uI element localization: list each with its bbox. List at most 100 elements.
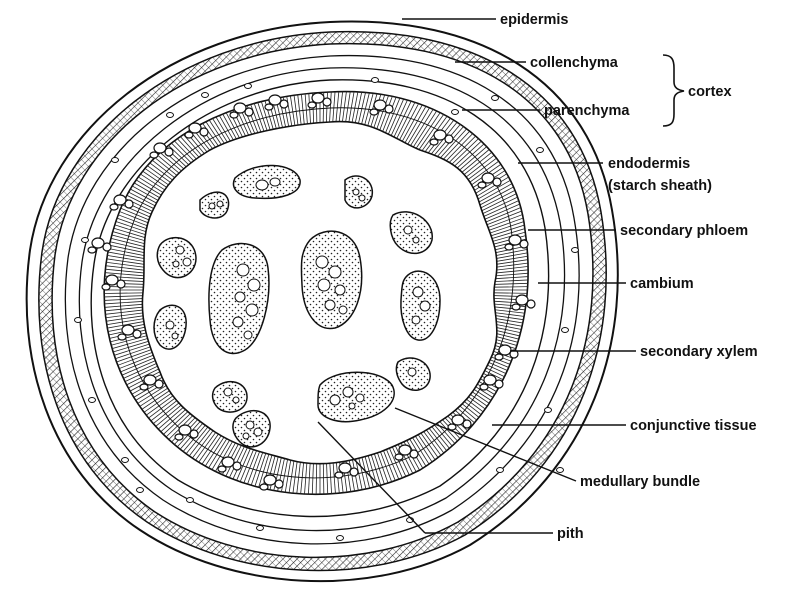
cortex-grain: [89, 398, 96, 403]
xylem-vessel: [118, 334, 126, 340]
cortex-grain: [187, 498, 194, 503]
xylem-vessel: [233, 462, 241, 470]
xylem-vessel: [265, 104, 273, 110]
xylem-vessel: [512, 304, 520, 310]
xylem-vessel: [339, 463, 351, 473]
xylem-vessel: [140, 384, 148, 390]
cortex-grain: [372, 78, 379, 83]
xylem-vessel: [190, 430, 198, 438]
xylem-vessel: [478, 182, 486, 188]
xylem-vessel: [260, 484, 268, 490]
label-cortex: cortex: [688, 84, 732, 100]
xylem-vessel: [350, 468, 358, 476]
cortex-grain: [257, 526, 264, 531]
xylem-vessel: [448, 424, 456, 430]
xylem-vessel: [520, 240, 528, 248]
xylem-vessel: [495, 380, 503, 388]
cortex-grain: [75, 318, 82, 323]
xylem-vessel: [165, 148, 173, 156]
label-secondary-phloem: secondary phloem: [620, 223, 748, 239]
xylem-vessel: [114, 195, 126, 205]
xylem-vessel: [269, 95, 281, 105]
label-parenchyma: parenchyma: [544, 103, 630, 119]
label-starch-sheath: (starch sheath): [608, 178, 712, 194]
xylem-vessel: [179, 425, 191, 435]
xylem-vessel: [463, 420, 471, 428]
xylem-vessel: [499, 345, 511, 355]
medullary-bundle: [345, 176, 372, 208]
label-endodermis: endodermis: [608, 156, 690, 172]
xylem-vessel: [410, 450, 418, 458]
xylem-vessel: [527, 300, 535, 308]
xylem-vessel: [399, 445, 411, 455]
cortex-grain: [497, 468, 504, 473]
xylem-vessel: [222, 457, 234, 467]
cortex-grain: [557, 468, 564, 473]
medullary-bundle: [233, 411, 270, 447]
xylem-vessel: [154, 143, 166, 153]
xylem-vessel: [189, 123, 201, 133]
xylem-vessel: [493, 178, 501, 186]
xylem-vessel: [395, 454, 403, 460]
label-secondary-xylem: secondary xylem: [640, 344, 758, 360]
xylem-vessel: [312, 93, 324, 103]
xylem-vessel: [484, 375, 496, 385]
xylem-vessel: [495, 354, 503, 360]
xylem-vessel: [92, 238, 104, 248]
xylem-vessel: [482, 173, 494, 183]
xylem-vessel: [106, 275, 118, 285]
xylem-vessel: [125, 200, 133, 208]
xylem-vessel: [234, 103, 246, 113]
xylem-vessel: [103, 243, 111, 251]
cortex-grain: [202, 93, 209, 98]
cortex-grain: [112, 158, 119, 163]
medullary-bundle: [301, 231, 361, 328]
xylem-vessel: [185, 132, 193, 138]
xylem-vessel: [110, 204, 118, 210]
xylem-vessel: [308, 102, 316, 108]
label-medullary-bundle: medullary bundle: [580, 474, 700, 490]
label-conjunctive-tissue: conjunctive tissue: [630, 418, 757, 434]
xylem-vessel: [434, 130, 446, 140]
cortex-grain: [137, 488, 144, 493]
xylem-vessel: [280, 100, 288, 108]
xylem-vessel: [445, 135, 453, 143]
xylem-vessel: [155, 380, 163, 388]
medullary-bundle: [213, 382, 247, 412]
xylem-vessel: [335, 472, 343, 478]
cortex-grain: [337, 536, 344, 541]
xylem-vessel: [230, 112, 238, 118]
label-cambium: cambium: [630, 276, 694, 292]
cortex-grain: [562, 328, 569, 333]
xylem-vessel: [245, 108, 253, 116]
xylem-vessel: [370, 109, 378, 115]
label-collenchyma: collenchyma: [530, 55, 619, 71]
xylem-vessel: [122, 325, 134, 335]
cortex-grain: [82, 238, 89, 243]
xylem-vessel: [452, 415, 464, 425]
cortex-grain: [572, 248, 579, 253]
xylem-vessel: [144, 375, 156, 385]
xylem-vessel: [88, 247, 96, 253]
xylem-vessel: [509, 235, 521, 245]
label-epidermis: epidermis: [500, 12, 569, 28]
xylem-vessel: [133, 330, 141, 338]
medullary-bundle: [200, 192, 229, 218]
xylem-vessel: [200, 128, 208, 136]
cortex-brace: [663, 55, 684, 126]
xylem-vessel: [374, 100, 386, 110]
cortex-grain: [452, 110, 459, 115]
cortex-grain: [537, 148, 544, 153]
xylem-vessel: [516, 295, 528, 305]
xylem-vessel: [430, 139, 438, 145]
cortex-grain: [167, 113, 174, 118]
xylem-vessel: [117, 280, 125, 288]
cortex-grain: [245, 84, 252, 89]
xylem-vessel: [102, 284, 110, 290]
xylem-vessel: [323, 98, 331, 106]
xylem-vessel: [150, 152, 158, 158]
xylem-vessel: [218, 466, 226, 472]
cortex-grain: [122, 458, 129, 463]
